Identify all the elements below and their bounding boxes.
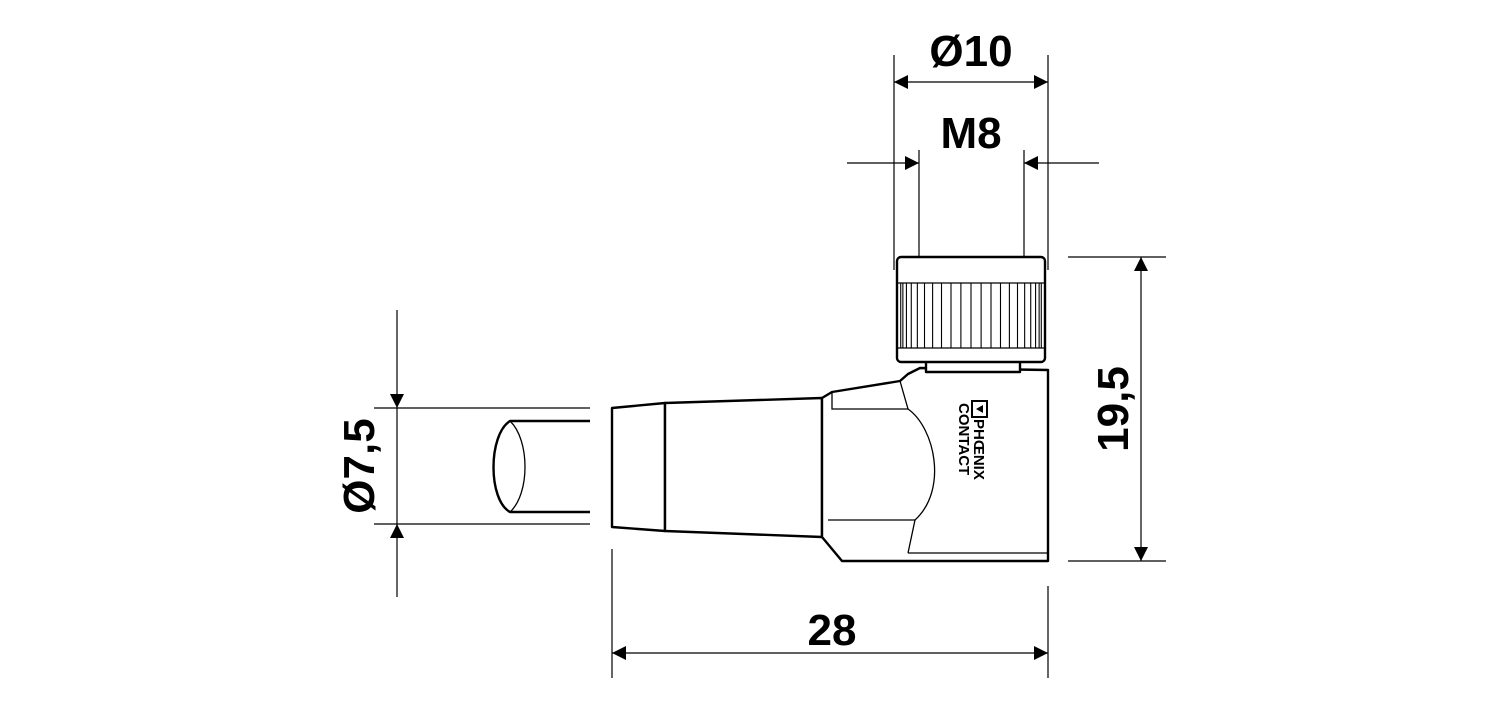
- strain-relief: [610, 396, 824, 539]
- knurl-lines: [900, 283, 1042, 348]
- dim-label-outer-diameter: Ø10: [929, 27, 1012, 76]
- logo-line2: CONTACT: [955, 403, 972, 475]
- dim-label-height: 19,5: [1089, 366, 1138, 452]
- dim-label-length: 28: [808, 606, 857, 655]
- coupling-nut: [895, 255, 1047, 374]
- dim-label-cable-diameter: Ø7,5: [335, 418, 384, 513]
- phoenix-contact-logo: PHŒNIX CONTACT: [955, 400, 988, 480]
- dim-thread: M8: [847, 109, 1099, 257]
- dim-height: 19,5: [1068, 256, 1166, 562]
- dim-outer-diameter: Ø10: [893, 27, 1049, 270]
- dim-cable-diameter: Ø7,5: [335, 310, 590, 597]
- logo-line1: PHŒNIX: [970, 419, 987, 480]
- cable: [492, 419, 590, 514]
- dim-label-thread: M8: [940, 109, 1001, 158]
- connector-body: [820, 366, 1050, 563]
- dim-length: 28: [611, 549, 1049, 678]
